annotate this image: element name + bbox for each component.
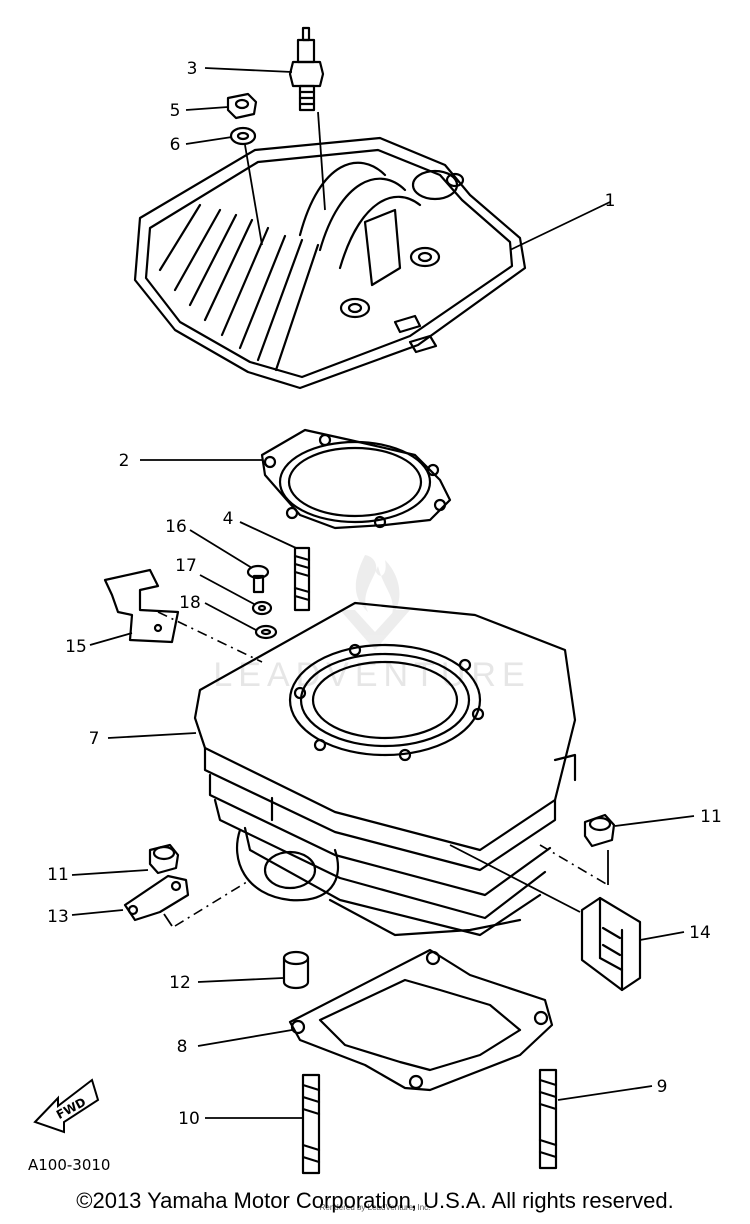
callout-14: 14: [689, 923, 711, 943]
nut-right[interactable]: [583, 813, 616, 848]
callout-11-left: 11: [47, 865, 69, 885]
callout-8: 8: [177, 1037, 188, 1057]
nut[interactable]: [226, 92, 258, 120]
callout-6: 6: [170, 135, 181, 155]
cylinder[interactable]: [193, 601, 577, 937]
nut-left[interactable]: [148, 843, 180, 875]
spark-plug[interactable]: [288, 26, 325, 112]
cylinder-base-gasket[interactable]: [288, 948, 554, 1092]
washer[interactable]: [229, 126, 257, 146]
copyright-notice: ©2013 Yamaha Motor Corporation, U.S.A. A…: [76, 1188, 674, 1213]
diagram-reference: A100-3010: [28, 1156, 110, 1174]
callout-13: 13: [47, 907, 69, 927]
stud-bolt-right[interactable]: [538, 1068, 558, 1170]
callout-18: 18: [179, 593, 201, 613]
callout-12: 12: [169, 973, 191, 993]
lock-washer[interactable]: [251, 600, 273, 616]
callout-11-right: 11: [700, 807, 722, 827]
callout-2: 2: [119, 451, 130, 471]
watermark-rendered-by: Rendered by LeadVenture, Inc.: [320, 1203, 431, 1212]
callout-5: 5: [170, 101, 181, 121]
flame-logo-icon: [340, 555, 410, 650]
callout-4: 4: [223, 509, 234, 529]
bracket[interactable]: [103, 568, 180, 644]
callout-17: 17: [175, 556, 197, 576]
callout-7: 7: [89, 729, 100, 749]
plain-washer[interactable]: [254, 624, 278, 640]
dowel-pin[interactable]: [282, 950, 310, 990]
stud-bolt[interactable]: [293, 546, 311, 612]
leader-lines: [71, 67, 695, 1119]
callout-10: 10: [178, 1109, 200, 1129]
callout-16: 16: [165, 517, 187, 537]
callout-9: 9: [657, 1077, 668, 1097]
bolt[interactable]: [246, 564, 270, 594]
callout-1: 1: [605, 191, 616, 211]
damper[interactable]: [580, 896, 642, 992]
callout-3: 3: [187, 59, 198, 79]
cylinder-head[interactable]: [133, 136, 527, 390]
small-bracket[interactable]: [123, 874, 190, 922]
forward-arrow-icon: FWD: [33, 1078, 100, 1134]
stud-bolt-left[interactable]: [301, 1073, 321, 1175]
cylinder-head-gasket[interactable]: [260, 428, 452, 530]
callout-15: 15: [65, 637, 87, 657]
callout-labels: 3 5 6 1 2 4 16 17 18 15 7 11 13 11 14 12…: [47, 59, 722, 1129]
